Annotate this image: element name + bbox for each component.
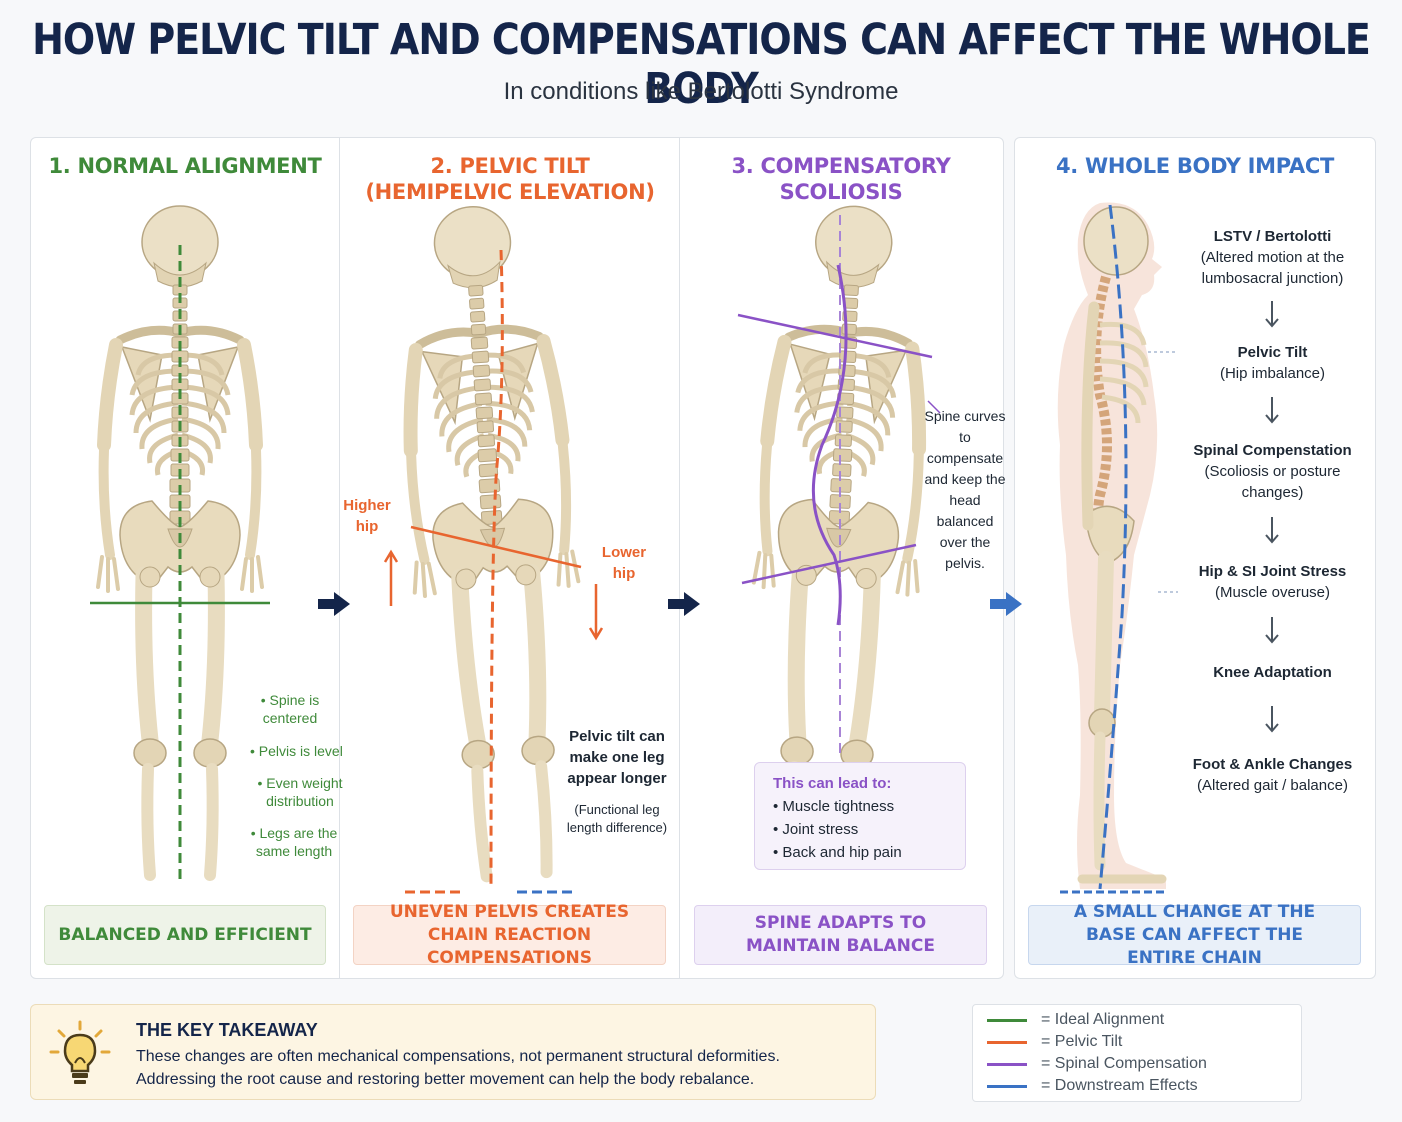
takeaway-line1: These changes are often mechanical compe… bbox=[136, 1048, 780, 1065]
takeaway-title: THE KEY TAKEAWAY bbox=[136, 1020, 318, 1040]
panel-4-summary: A SMALL CHANGE AT THE BASE CAN AFFECT TH… bbox=[1028, 902, 1361, 968]
legend-swatch bbox=[987, 1018, 1027, 1022]
leg-length-subnote: (Functional leg length difference) bbox=[566, 802, 668, 835]
legend-pelvic-tilt: = Pelvic Tilt bbox=[987, 1032, 1122, 1052]
key-takeaway-box: THE KEY TAKEAWAY These changes are often… bbox=[30, 1004, 876, 1100]
note-pelvis-level: • Pelvis is level bbox=[250, 743, 343, 759]
down-arrow-icon bbox=[588, 584, 604, 641]
side-view-body bbox=[1057, 202, 1178, 894]
page-subtitle: In conditions like Bertolotti Syndrome bbox=[503, 78, 899, 105]
flow-arrow-icon bbox=[990, 592, 1022, 616]
legend-downstream: = Downstream Effects bbox=[987, 1076, 1198, 1096]
legend-swatch bbox=[987, 1040, 1027, 1044]
chain-knee: Knee Adaptation bbox=[1213, 664, 1332, 681]
chain-pelvic-tilt: Pelvic Tilt(Hip imbalance) bbox=[1219, 344, 1326, 382]
lower-hip-label: Lower hip bbox=[601, 544, 647, 582]
lead-to-item: • Muscle tightness bbox=[773, 798, 895, 815]
takeaway-line2: Addressing the root cause and restoring … bbox=[136, 1071, 755, 1088]
flow-arrow-icon bbox=[668, 592, 700, 616]
down-arrow-icon bbox=[1265, 397, 1279, 424]
lead-to-title: This can lead to: bbox=[773, 775, 892, 792]
panel-divider bbox=[679, 137, 680, 979]
down-arrow-icon bbox=[1265, 617, 1279, 644]
panel-1-title: 1. NORMAL ALIGNMENT bbox=[48, 154, 322, 178]
legend-swatch bbox=[987, 1084, 1027, 1088]
page-title: HOW PELVIC TILT AND COMPENSATIONS CAN AF… bbox=[32, 14, 1371, 114]
lightbulb-icon bbox=[49, 1020, 111, 1084]
legend-swatch bbox=[987, 1062, 1027, 1066]
legend: = Ideal Alignment = Pelvic Tilt = Spinal… bbox=[972, 1004, 1302, 1102]
legend-spinal: = Spinal Compensation bbox=[987, 1054, 1207, 1074]
chain-foot-ankle: Foot & Ankle Changes(Altered gait / bala… bbox=[1192, 756, 1353, 794]
higher-hip-label: Higher hip bbox=[343, 497, 391, 535]
note-even-weight: • Even weight distribution bbox=[257, 775, 343, 809]
panel-3-title: 3. COMPENSATORY SCOLIOSIS bbox=[731, 154, 951, 204]
panel-2-title: 2. PELVIC TILT (HEMIPELVIC ELEVATION) bbox=[365, 154, 655, 204]
panel-3-summary: SPINE ADAPTS TO MAINTAIN BALANCE bbox=[694, 905, 987, 965]
panel-2-summary: UNEVEN PELVIS CREATES CHAIN REACTION COM… bbox=[353, 902, 666, 968]
up-arrow-icon bbox=[383, 549, 399, 606]
down-arrow-icon bbox=[1265, 706, 1279, 733]
down-arrow-icon bbox=[1265, 301, 1279, 328]
panel-divider bbox=[339, 137, 340, 979]
chain-hip-si: Hip & SI Joint Stress(Muscle overuse) bbox=[1198, 563, 1347, 601]
scoliosis-skeleton bbox=[710, 205, 970, 765]
panel-4-title: 4. WHOLE BODY IMPACT bbox=[1056, 154, 1334, 178]
chain-spinal: Spinal Compenstation(Scoliosis or postur… bbox=[1193, 442, 1352, 501]
note-legs-same: • Legs are the same length bbox=[250, 825, 338, 859]
flow-arrow-icon bbox=[318, 592, 350, 616]
lead-to-item: • Back and hip pain bbox=[773, 844, 902, 861]
leg-length-note: Pelvic tilt can make one leg appear long… bbox=[567, 728, 667, 787]
spine-curve-note: Spine curves to compensate and keep the … bbox=[924, 408, 1006, 571]
tilted-skeleton bbox=[365, 205, 625, 894]
panel-1-summary: BALANCED AND EFFICIENT bbox=[44, 905, 326, 965]
chain-lstv: LSTV / Bertolotti(Altered motion at the … bbox=[1200, 228, 1345, 287]
lead-to-box: This can lead to: • Muscle tightness • J… bbox=[754, 762, 966, 870]
note-spine-centered: • Spine is centered bbox=[260, 692, 320, 726]
legend-ideal: = Ideal Alignment bbox=[987, 1010, 1164, 1030]
normal-skeleton bbox=[50, 205, 310, 885]
down-arrow-icon bbox=[1265, 517, 1279, 544]
lead-to-item: • Joint stress bbox=[773, 821, 859, 838]
